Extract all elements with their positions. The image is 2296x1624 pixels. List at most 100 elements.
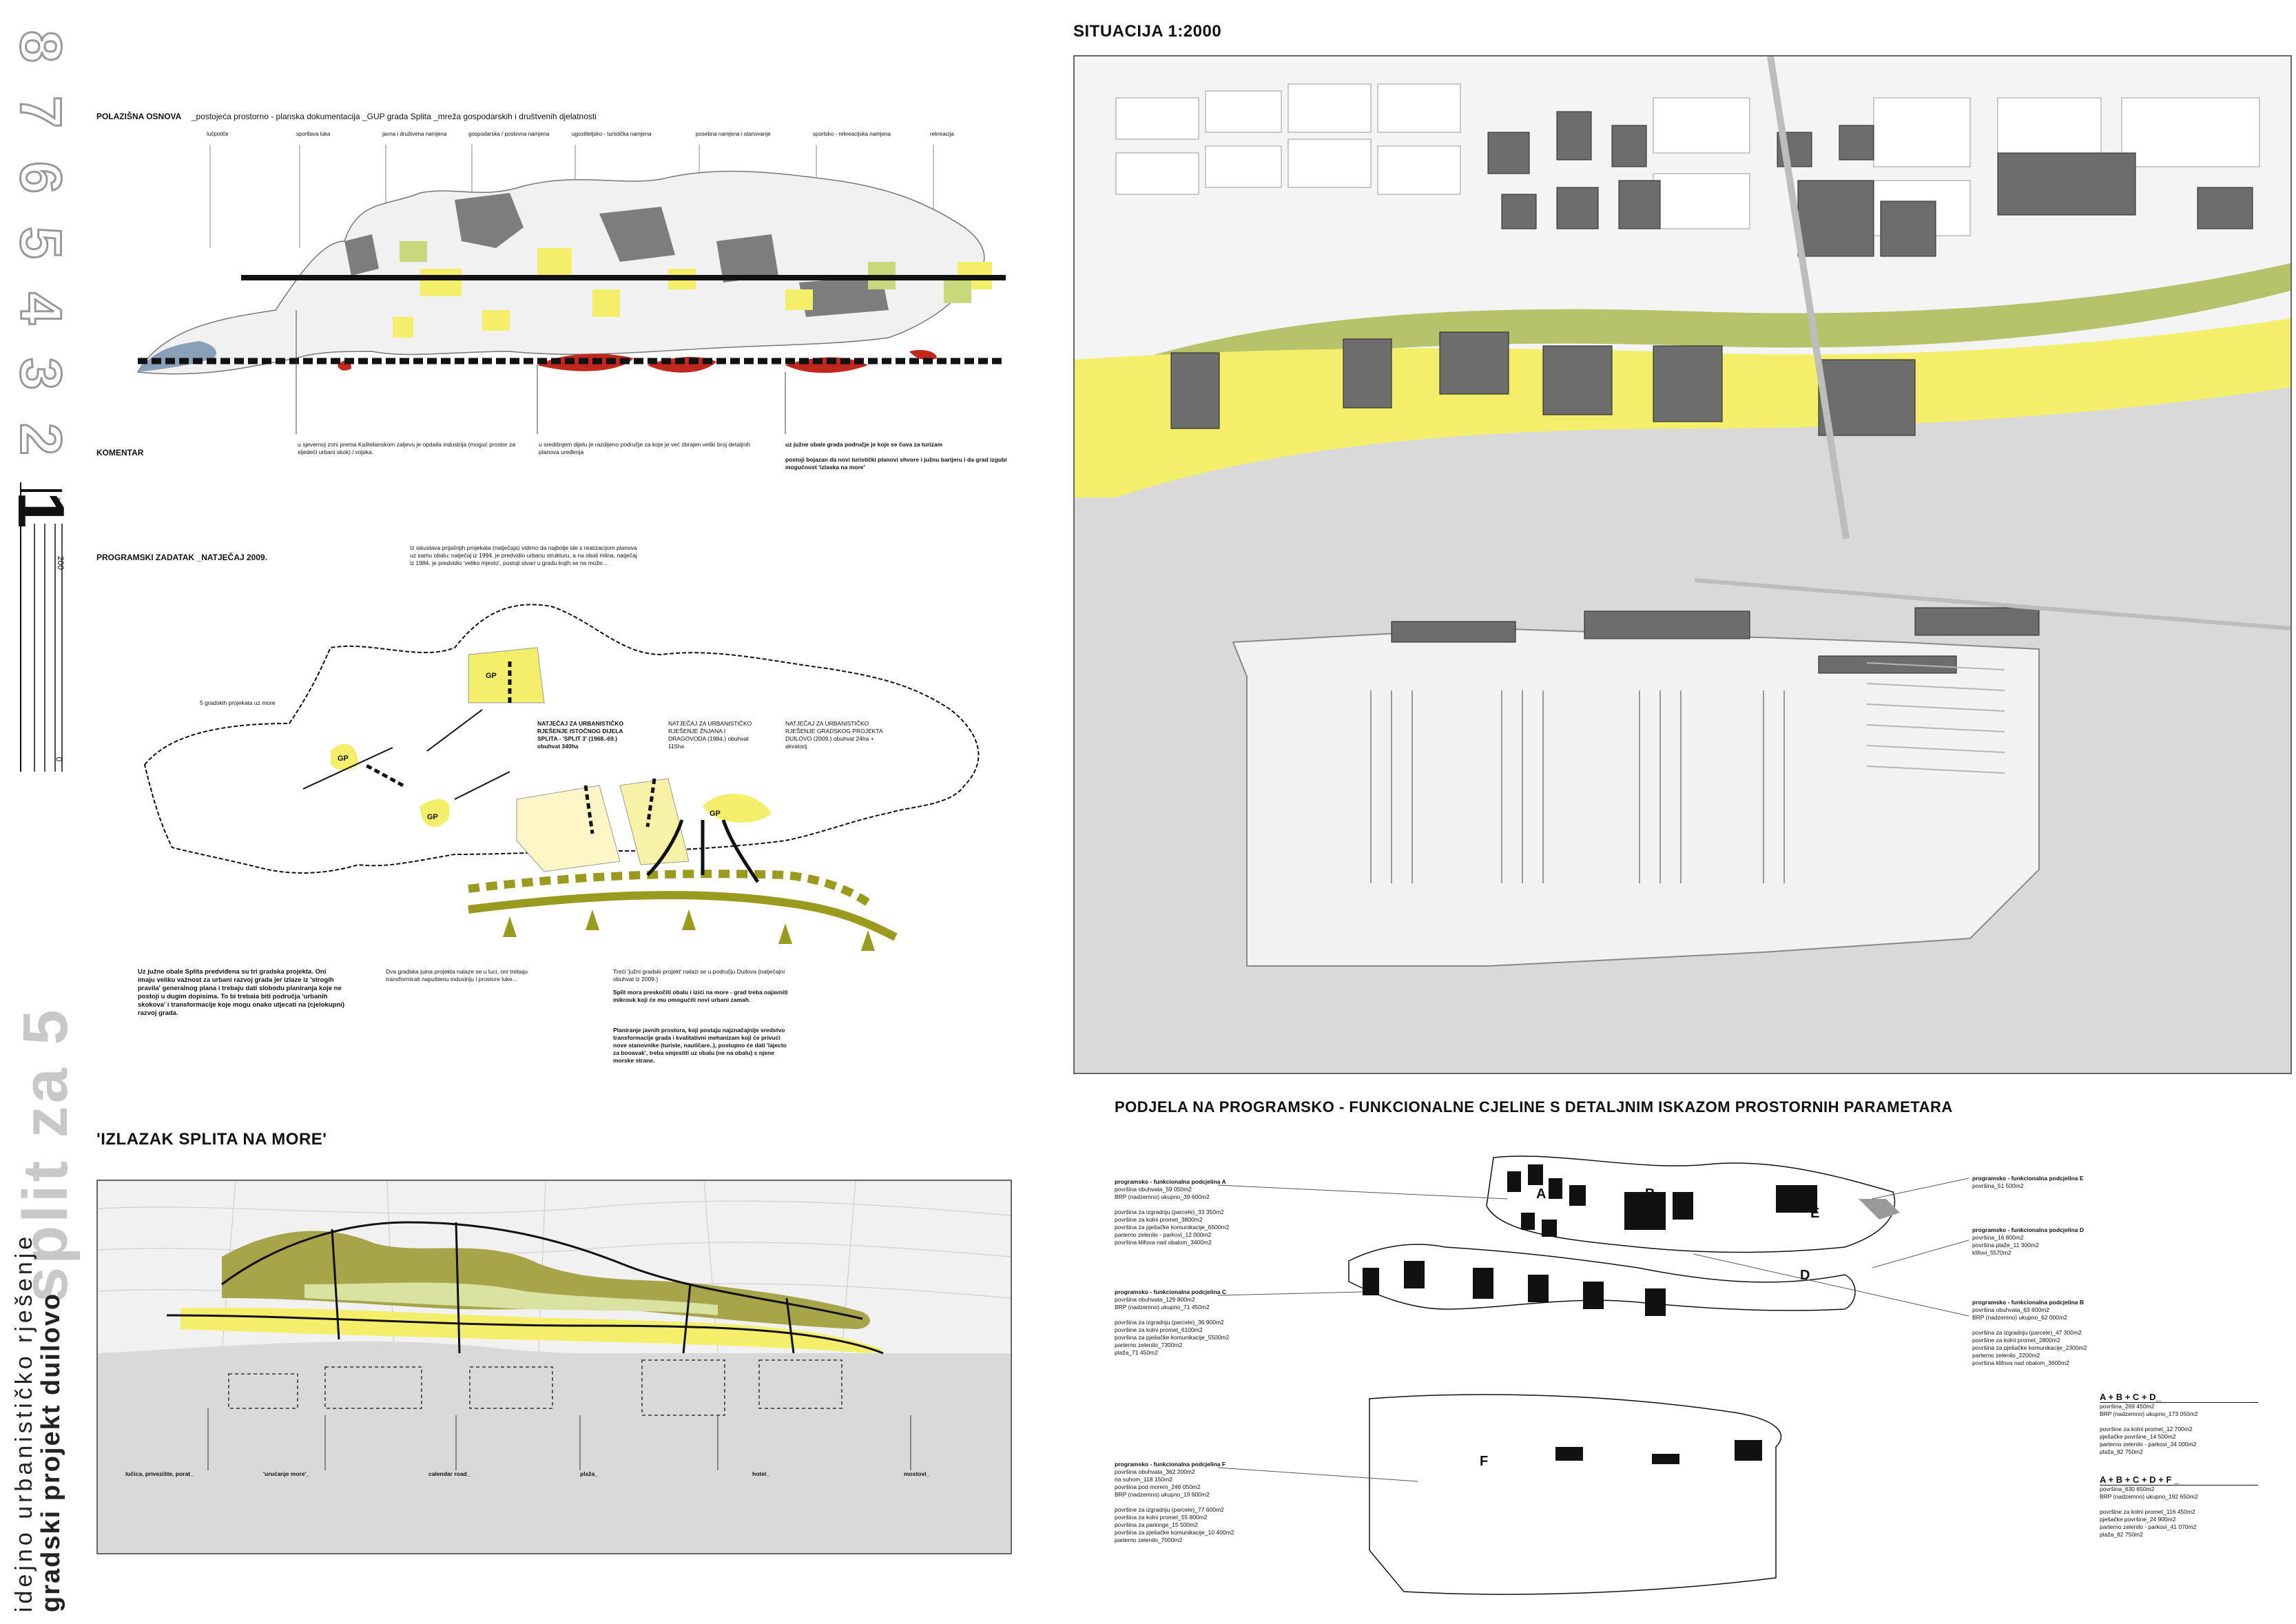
leader-lines	[1217, 1178, 1969, 1482]
polazisna-heading: POLAZIŠNA OSNOVA _postojeća prostorno - …	[96, 110, 597, 123]
marina-outlines	[228, 1359, 842, 1416]
olive-arc	[468, 891, 898, 941]
gp-label-port: GP	[427, 813, 438, 821]
five-projects-label: 5 gradskih projekata uz more	[200, 699, 276, 706]
gp-label-east: GP	[710, 810, 721, 818]
situacija-title: SITUACIJA 1:2000	[1073, 22, 1222, 41]
programski-intro: Iz iskustava prijašnjih projekata (natje…	[410, 544, 637, 566]
legend-item: lučpotiče	[207, 131, 229, 137]
sea	[98, 1341, 1011, 1553]
legend-item: posebna namjena i stanovanje	[696, 131, 771, 137]
legend-item: ugostiteljsko - turistička namjena	[572, 131, 652, 137]
subtitle-line-1: idejno urbanističko rješenje	[11, 1233, 37, 1612]
programski-label: PROGRAMSKI ZADATAK _NATJEČAJ 2009.	[96, 553, 268, 562]
polazisna-label: POLAZIŠNA OSNOVA	[96, 112, 182, 121]
gp-zone-port	[420, 799, 450, 828]
programski-diagram	[143, 604, 980, 951]
podjela-section: A B C D E F programsko - funkcionalna po…	[1115, 1137, 2272, 1612]
scale-label-0: 0	[54, 757, 64, 762]
pier-outline	[1232, 627, 2040, 967]
comment-1: u sjevernoj zoni prema Kaštelanskom zalj…	[298, 441, 516, 455]
comment-4: postoji bojazan da novi turistički plano…	[785, 456, 1007, 471]
caption-urucanje: 'urućanje more'_	[263, 1470, 310, 1477]
olive-arrows	[503, 909, 875, 951]
pier-buildings	[1391, 607, 2040, 674]
podjela-diagram	[1217, 1155, 1969, 1595]
natjecaj-duilovo: NATJEČAJ ZA URBANISTIČKO RJEŠENJE GRADSK…	[785, 720, 883, 750]
programski-section: PROGRAMSKI ZADATAK _NATJEČAJ 2009. Iz is…	[96, 544, 1026, 1089]
subtitle-block: idejno urbanističko rješenje gradski pro…	[11, 1233, 66, 1612]
dark-buildings-coast	[1170, 331, 1916, 436]
page-number-2[interactable]: 2	[8, 422, 74, 457]
natjecaj-znjan: NATJEČAJ ZA URBANISTIČKO RJEŠENJE ŽNJANA…	[668, 720, 752, 750]
outline-pier	[1369, 1394, 1782, 1595]
page-number-6[interactable]: 6	[8, 161, 74, 195]
polazisna-desc: _postojeća prostorno - planska dokumenta…	[191, 112, 597, 121]
programski-text-1: Uz južne obale Splita predviđena su tri …	[138, 968, 345, 1017]
legend-item: sportlava luka	[296, 131, 331, 137]
legend-row: lučpotiče sportlava luka javna i društve…	[207, 131, 999, 145]
bridge	[1767, 56, 1850, 539]
zone-label-a: A	[1536, 1186, 1547, 1202]
legend-item: sportsko - rekreacijska namjena	[813, 131, 891, 137]
zone-buildings	[1363, 1164, 1817, 1464]
page-number-4[interactable]: 4	[8, 291, 74, 326]
gp-label-north: GP	[486, 672, 497, 680]
comment-2: u središnjem dijelu je razdijeno područj…	[539, 441, 751, 455]
caption-lucica: lučica, privezište, porat_	[125, 1470, 194, 1477]
zone-label-d: D	[1800, 1268, 1810, 1283]
gray-zones	[344, 193, 889, 317]
programski-text-3: Treći 'južni gradski projekt' nalazi se …	[613, 968, 785, 983]
situacija-panel	[1073, 55, 2292, 1074]
page-number-8[interactable]: 8	[8, 30, 74, 64]
yellow-zones	[393, 248, 992, 338]
scale-label-200: 200	[56, 555, 66, 571]
komentar-label: KOMENTAR	[96, 448, 144, 458]
caption-hotel: hotel_	[752, 1470, 770, 1477]
pale-green-band	[304, 1282, 718, 1315]
izlazak-title: 'IZLAZAK SPLITA NA MORE'	[96, 1130, 327, 1149]
page-number-3[interactable]: 3	[8, 357, 74, 391]
polazisna-map	[136, 145, 1006, 434]
parking-rows	[1866, 662, 2005, 774]
legend-item: rekreacija	[930, 131, 954, 137]
polazisna-section: POLAZIŠNA OSNOVA _postojeća prostorno - …	[96, 110, 1026, 496]
programski-text-4: Split mora preskočiti obalu i izići na m…	[613, 989, 788, 1003]
page-numbers: 8 7 6 5 4 3 2 1	[4, 14, 78, 548]
legend-item: gospodarska / poslovna namjena	[468, 131, 550, 137]
natjecaj-split3: NATJEČAJ ZA URBANISTIČKO RJEŠENJE ISTOČN…	[537, 720, 624, 750]
izlazak-map	[98, 1181, 1011, 1553]
programski-text-5: Planiranje javnih prostora, koji postaju…	[613, 1027, 787, 1064]
gp-label-west: GP	[338, 754, 349, 763]
zone-label-c: C	[1593, 1282, 1603, 1297]
caption-mostovi: mostovi_	[904, 1470, 930, 1477]
gp-zone-north	[468, 647, 545, 703]
coast-outline-dashed	[143, 604, 980, 874]
gp-zone-east	[703, 793, 772, 823]
marina-berths	[1370, 690, 1785, 883]
page-number-7[interactable]: 7	[8, 95, 74, 130]
caption-calendar-road: calendar road_	[428, 1470, 470, 1477]
zone-label-b: B	[1645, 1186, 1655, 1202]
podjela-title: PODJELA NA PROGRAMSKO - FUNKCIONALNE CJE…	[1115, 1098, 1953, 1116]
scale-bar	[20, 482, 63, 772]
izlazak-panel: lučica, privezište, porat_ 'urućanje mor…	[96, 1180, 1012, 1554]
route-lines	[166, 1221, 884, 1355]
subtitle-line-2: gradski projekt duilovo	[37, 1292, 65, 1612]
zone-label-e: E	[1810, 1206, 1820, 1221]
olive-dashed	[468, 870, 871, 907]
sidebar: 8 7 6 5 4 3 2 1 s 200 0 split za 5 idejn…	[0, 0, 83, 1624]
caption-plaza: plaža_	[580, 1470, 598, 1477]
green-cliff	[1116, 263, 2290, 387]
legend-item: javna i društvena namjena	[382, 131, 447, 137]
comment-3: uz južne obale grada područje je koje se…	[785, 441, 943, 448]
urban-blocks	[1115, 83, 2260, 236]
page-number-5[interactable]: 5	[8, 226, 74, 260]
